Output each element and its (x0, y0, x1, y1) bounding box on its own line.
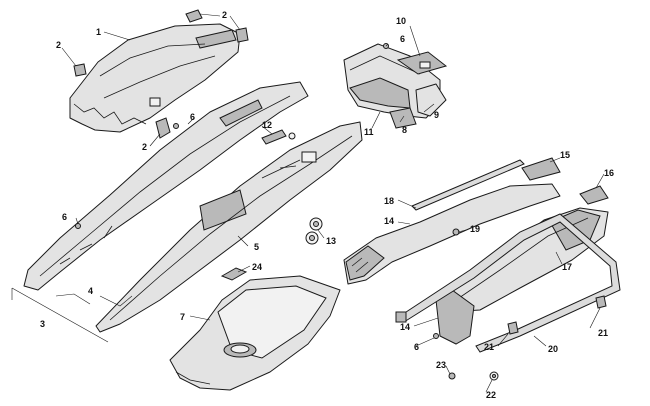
callout-6-right: 6 (414, 342, 419, 352)
callout-2-top: 2 (222, 10, 227, 20)
taillight-lens-part-10 (396, 51, 448, 75)
callout-2-bottom: 2 (142, 142, 147, 152)
left-side-panel-part-4 (23, 81, 309, 291)
callout-16: 16 (604, 168, 614, 178)
callout-20: 20 (548, 344, 558, 354)
decal-part-15 (521, 157, 561, 181)
callout-22: 22 (486, 390, 496, 400)
grommet-part-13 (305, 217, 323, 245)
clip-part-2-bottom (155, 117, 171, 139)
callout-6-top: 6 (400, 34, 405, 44)
callout-11: 11 (364, 127, 374, 137)
rail-part-18 (411, 159, 525, 211)
callout-10: 10 (396, 16, 406, 26)
fastener-part-23 (448, 372, 456, 380)
callout-18: 18 (384, 196, 394, 206)
right-side-panel-part-5 (95, 121, 363, 333)
callout-17: 17 (562, 262, 572, 272)
decal-part-16 (579, 185, 609, 205)
clip-part-2-top (185, 9, 249, 43)
callout-8: 8 (402, 125, 407, 135)
leader-lines (55, 13, 605, 393)
fastener-part-22 (489, 371, 499, 381)
callout-12: 12 (262, 120, 272, 130)
callout-13: 13 (326, 236, 336, 246)
callout-2-left: 2 (56, 40, 61, 50)
fastener-part-12 (261, 129, 296, 145)
callout-14-upper: 14 (384, 216, 394, 226)
callout-21-left: 21 (484, 342, 494, 352)
callout-6-left: 6 (62, 212, 67, 222)
callout-24: 24 (252, 262, 262, 272)
storage-tub-part-7 (169, 275, 341, 391)
rail-part-20 (395, 213, 621, 353)
hood-cover-part-1 (69, 23, 241, 133)
callout-23: 23 (436, 360, 446, 370)
callout-5: 5 (254, 242, 259, 252)
fastener-part-21 (507, 295, 607, 335)
callout-21-right: 21 (598, 328, 608, 338)
callout-3: 3 (40, 319, 45, 329)
callout-19: 19 (470, 224, 480, 234)
clip-part-2-left (73, 63, 87, 77)
callout-labels: 1 2 2 2 3 4 5 6 6 6 6 7 8 9 10 11 12 13 … (40, 10, 614, 400)
callout-7: 7 (180, 312, 185, 322)
callout-4: 4 (88, 286, 93, 296)
callout-9: 9 (434, 110, 439, 120)
bracket-part-3 (11, 287, 109, 343)
callout-6-mid: 6 (190, 112, 195, 122)
callout-14-lower: 14 (400, 322, 410, 332)
callout-15: 15 (560, 150, 570, 160)
callout-1: 1 (96, 27, 101, 37)
panel-part-9 (415, 83, 447, 117)
step-board-part-14-upper (343, 183, 561, 285)
